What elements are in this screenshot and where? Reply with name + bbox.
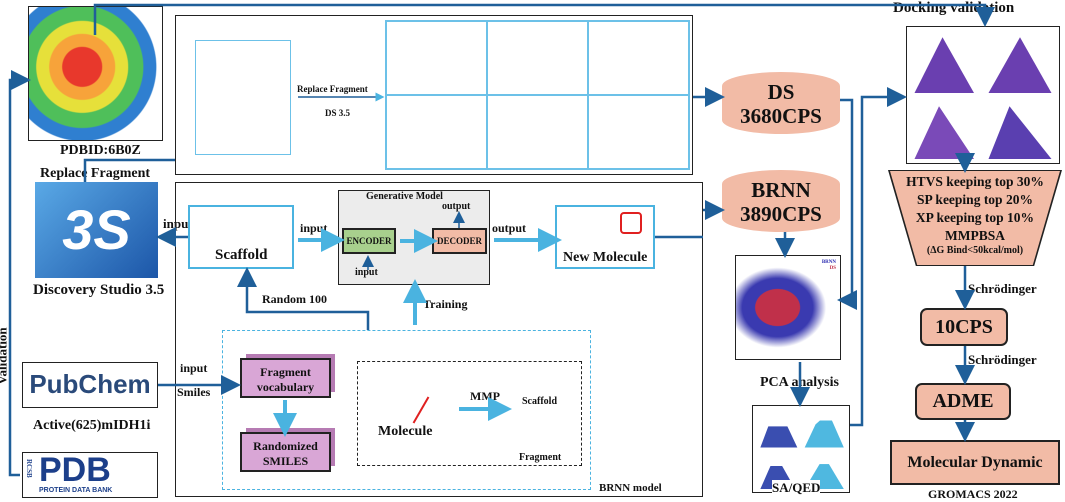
encoder-input-label: input: [355, 267, 378, 278]
brnn-label: BRNN: [751, 178, 811, 202]
ds-version-label: DS 3.5: [325, 108, 351, 118]
pca-plot: BRNN DS: [735, 255, 841, 360]
generative-model-title: Generative Model: [366, 191, 443, 202]
discovery-studio-logo: 3S: [35, 182, 158, 278]
output-arrow-label: output: [492, 221, 527, 235]
htvs-step: HTVS keeping top 30%: [906, 174, 1044, 189]
rcsb-pdb-logo: RCSB PDB PROTEIN DATA BANK: [22, 451, 158, 498]
discovery-studio-label: Discovery Studio 3.5: [33, 282, 165, 298]
schrodinger-label-2: Schrödinger: [968, 352, 1037, 367]
legend-brnn: BRNN: [821, 260, 836, 265]
xp-step: XP keeping top 10%: [915, 210, 1035, 225]
training-label: Training: [423, 297, 468, 311]
generated-molecule: [386, 95, 487, 169]
replace-fragment-label: Replace Fragment: [40, 166, 151, 181]
mmp-fragment-label: Fragment: [519, 452, 562, 463]
screening-funnel-fill: HTVS keeping top 30% SP keeping top 20% …: [890, 171, 1060, 265]
decoder-block: DECODER: [432, 228, 487, 254]
training-data-box: [222, 330, 591, 490]
brnn-count: 3890CPS: [740, 202, 822, 226]
docking-validation-title: Docking validation: [893, 0, 1015, 16]
pubchem-logo: PubChem: [22, 362, 158, 408]
molecular-dynamic-box: Molecular Dynamic: [890, 440, 1060, 485]
mmp-box: [357, 361, 582, 466]
mmpbsa-step: MMPBSA: [945, 228, 1005, 243]
scaffold-box: [188, 205, 294, 269]
docking-histograms: [906, 26, 1060, 164]
legend-ds: DS: [829, 266, 836, 271]
random-100-label: Random 100: [262, 292, 328, 306]
fragment-grid: [385, 20, 690, 170]
pdb-text: PDB: [39, 451, 111, 489]
brnn-model-label: BRNN model: [599, 482, 662, 494]
replace-fragment-arrow-label: Replace Fragment: [297, 84, 368, 94]
input-smiles-label: input: [180, 361, 208, 375]
pubchem-caption: Active(625)mIDH1i: [33, 418, 151, 433]
generated-molecule: [487, 95, 588, 169]
rcsb-text: RCSB: [25, 459, 33, 478]
pdb-id: PDBID:6B0Z: [60, 143, 141, 158]
generated-molecule: [386, 21, 487, 95]
scaffold-label: Scaffold: [215, 247, 268, 263]
smiles-label: Smiles: [177, 385, 211, 399]
new-molecule-fragment-red: [620, 212, 642, 234]
mmp-label: MMP: [470, 389, 500, 403]
sp-step: SP keeping top 20%: [917, 192, 1033, 207]
protein-structure-image: [28, 6, 163, 141]
binding-energy-criterion: (ΔG Bind<50kcal/mol): [926, 245, 1024, 256]
generated-molecule: [588, 21, 689, 95]
decoder-output-label: output: [442, 201, 471, 212]
validation-label: Validation: [0, 327, 10, 385]
adme-box: ADME: [915, 383, 1011, 420]
new-molecule-label: New Molecule: [563, 250, 648, 265]
molecule-label: Molecule: [378, 424, 433, 439]
start-molecule-image: [195, 40, 291, 155]
mmp-scaffold-label: Scaffold: [522, 396, 557, 407]
generated-molecule: [588, 95, 689, 169]
brnn-panel: [175, 182, 703, 497]
ds-label: DS: [767, 80, 795, 104]
schrodinger-label-1: Schrödinger: [968, 281, 1037, 296]
input-arrow-label: input: [300, 221, 328, 235]
generated-molecule: [487, 21, 588, 95]
gromacs-label: GROMACS 2022: [928, 487, 1018, 501]
sa-qed-plots: [752, 405, 850, 493]
ds-count: 3680CPS: [740, 104, 822, 128]
10cps-box: 10CPS: [920, 308, 1008, 346]
sa-qed-label: SA/QED: [772, 480, 821, 496]
pca-analysis-label: PCA analysis: [760, 375, 839, 390]
pdb-subtext: PROTEIN DATA BANK: [39, 487, 113, 494]
encoder-block: ENCODER: [342, 228, 396, 254]
